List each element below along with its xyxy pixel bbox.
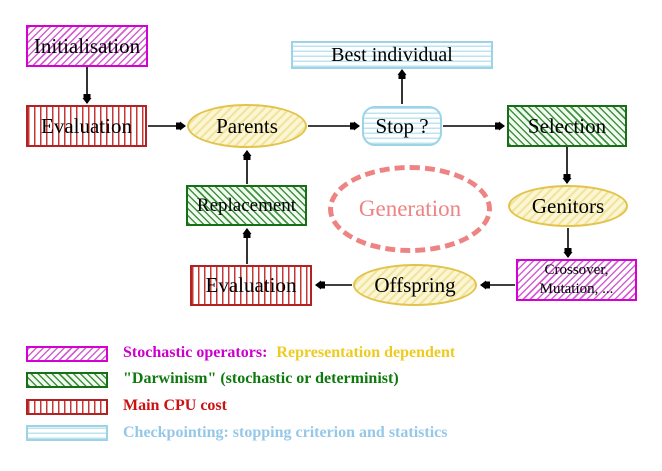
legend-label-cpu-cost: Main CPU cost bbox=[123, 397, 227, 414]
node-best-individual: Best individual bbox=[291, 41, 493, 69]
legend-text-representation: Representation dependent bbox=[276, 344, 456, 361]
node-evaluation-top-label: Evaluation bbox=[41, 113, 132, 138]
node-selection: Selection bbox=[507, 105, 627, 147]
legend-text-stochastic: Stochastic operators: bbox=[123, 344, 268, 361]
node-generation: Generation bbox=[328, 165, 492, 253]
node-offspring-label: Offspring bbox=[374, 272, 456, 297]
node-stop-label: Stop ? bbox=[375, 113, 429, 138]
legend-label-checkpointing: Checkpointing: stopping criterion and st… bbox=[123, 424, 448, 441]
legend-swatch-checkpointing bbox=[26, 425, 108, 441]
legend-label-stochastic-operators: Stochastic operators: Representation depe… bbox=[123, 344, 455, 362]
node-crossover-line2: Mutation, ... bbox=[539, 281, 614, 297]
legend-swatch-darwinism bbox=[26, 372, 108, 388]
node-initialisation: Initialisation bbox=[26, 25, 148, 67]
legend-swatch-cpu-cost bbox=[26, 399, 108, 415]
node-evaluation-bottom: Evaluation bbox=[190, 265, 312, 306]
node-offspring: Offspring bbox=[353, 264, 477, 306]
node-parents-label: Parents bbox=[216, 113, 278, 138]
node-selection-label: Selection bbox=[527, 113, 607, 138]
node-replacement-label: Replacement bbox=[196, 194, 297, 216]
node-crossover-mutation: Crossover, Mutation, ... bbox=[516, 259, 637, 301]
legend-label-darwinism: "Darwinism" (stochastic or determinist) bbox=[123, 370, 399, 387]
node-stop: Stop ? bbox=[362, 106, 442, 146]
node-crossover-line1: Crossover, bbox=[544, 262, 609, 279]
legend-swatch-stochastic-operators bbox=[26, 346, 108, 362]
node-evaluation-top: Evaluation bbox=[26, 105, 147, 147]
node-initialisation-label: Initialisation bbox=[33, 33, 141, 58]
node-parents: Parents bbox=[187, 104, 307, 148]
node-genitors: Genitors bbox=[508, 185, 628, 227]
node-generation-label: Generation bbox=[358, 196, 462, 221]
node-replacement: Replacement bbox=[186, 185, 307, 226]
node-best-individual-label: Best individual bbox=[331, 43, 453, 66]
node-genitors-label: Genitors bbox=[531, 193, 605, 218]
node-evaluation-bottom-label: Evaluation bbox=[205, 273, 297, 298]
